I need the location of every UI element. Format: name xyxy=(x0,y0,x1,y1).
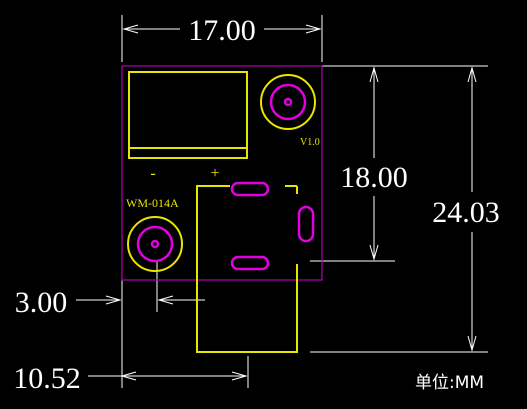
dimension-height-total xyxy=(310,65,488,353)
pads xyxy=(136,83,315,271)
version-label: V1.0 xyxy=(300,137,320,148)
arrow-head-right xyxy=(157,295,174,305)
arrow-head-left xyxy=(120,371,137,381)
arrow-head-left xyxy=(122,24,139,34)
dimension-label-height-total: 24.03 xyxy=(432,196,500,229)
mounting-hole-top-inner xyxy=(283,97,293,107)
dimension-offset-left xyxy=(76,262,205,388)
arrow-head-top xyxy=(369,66,379,83)
dimension-label-height-inner: 18.00 xyxy=(340,161,408,194)
arrow-head-bottom xyxy=(467,335,477,352)
arrow-head-left xyxy=(105,295,122,305)
unit-label: 单位:MM xyxy=(415,373,484,393)
dimension-label-width: 17.00 xyxy=(188,14,256,47)
connector-pad-bottom xyxy=(230,255,270,271)
arrow-head-top xyxy=(467,66,477,83)
connector-pad-top xyxy=(230,181,270,197)
component-outline xyxy=(128,71,248,159)
polarity-plus-label: + xyxy=(210,165,219,182)
dimension-width-top xyxy=(121,15,323,62)
silkscreen xyxy=(127,71,316,353)
dimension-label-offset-bottom: 10.52 xyxy=(13,362,81,395)
dimension-height-inner xyxy=(310,65,406,262)
mounting-hole-outline-top xyxy=(260,74,316,130)
mounting-hole-bottom-inner xyxy=(150,239,160,249)
mounting-hole-top-outer xyxy=(269,83,307,121)
mounting-hole-outline-bottom xyxy=(127,216,183,272)
board-outline xyxy=(121,65,323,281)
polarity-minus-label: - xyxy=(150,165,155,182)
connector-pad-right xyxy=(297,205,315,243)
connector-outline xyxy=(196,185,298,353)
mounting-hole-bottom-outer xyxy=(136,225,174,263)
dimension-label-offset-left: 3.00 xyxy=(15,286,68,319)
arrow-head-bottom xyxy=(369,244,379,261)
model-label: WM-014A xyxy=(126,196,179,210)
arrow-head-right xyxy=(305,24,322,34)
arrow-head-right xyxy=(231,371,248,381)
dimension-offset-bottom xyxy=(88,356,249,388)
